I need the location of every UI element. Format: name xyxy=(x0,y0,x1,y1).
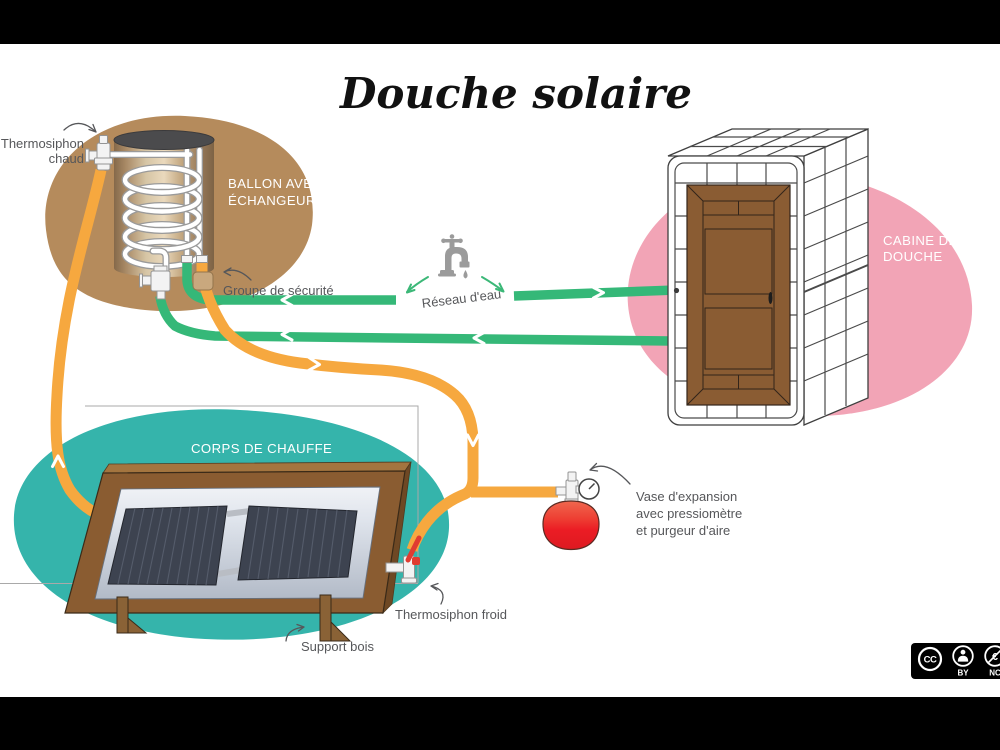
orange-pipe-collar xyxy=(196,255,208,263)
page-title: Douche solaire xyxy=(339,69,692,118)
door-lower-window xyxy=(704,307,773,370)
letterbox-top xyxy=(0,0,1000,44)
arrow-thermosiphon-froid xyxy=(430,582,444,605)
label-thermosiphon-froid: Thermosiphon froid xyxy=(395,607,507,622)
cc-icon-text: CC xyxy=(924,655,937,666)
nc-label: NC xyxy=(989,669,1000,678)
green-pipe-collar xyxy=(181,255,193,263)
letterbox-bottom xyxy=(0,697,1000,750)
door-panel xyxy=(686,184,791,406)
valve-red-handle xyxy=(405,535,422,563)
expansion-vessel xyxy=(542,500,600,551)
absorber-panel-left xyxy=(107,505,228,586)
label-corps-de-chauffe: CORPS DE CHAUFFE xyxy=(191,441,332,456)
pipe-mains-to-cabin xyxy=(513,285,677,301)
flow-arrows xyxy=(51,286,605,468)
arrow-thermosiphon-chaud xyxy=(63,122,97,133)
label-groupe-securite: Groupe de sécurité xyxy=(223,283,334,298)
label-thermosiphon-chaud-1: Thermosiphon xyxy=(1,136,84,151)
faucet-icon xyxy=(438,234,470,279)
label-support-bois: Support bois xyxy=(301,639,374,654)
copper-elbow xyxy=(192,271,214,291)
cabin-right-grid xyxy=(803,139,869,415)
pipe-lower-long xyxy=(155,295,673,346)
arrow-support-bois xyxy=(285,623,305,642)
door-handle xyxy=(768,292,773,304)
by-label: BY xyxy=(957,669,969,678)
mains-flow-arrows xyxy=(406,276,505,294)
valve-red-knob xyxy=(412,557,420,565)
arrow-vase-expansion xyxy=(589,462,631,485)
expansion-vessel-group xyxy=(542,471,600,551)
label-thermosiphon-chaud-2: chaud xyxy=(49,151,84,166)
label-vase-3: et purgeur d'aire xyxy=(636,523,730,538)
thermosiphon-froid-valve xyxy=(385,535,422,584)
nc-icon-text: € xyxy=(992,651,998,663)
label-ballon-2: ÉCHANGEUR xyxy=(228,193,316,208)
diagram-labels: Douche solaire Thermosiphon chaud BALLON… xyxy=(1,69,958,654)
arrow-groupe-securite xyxy=(223,267,252,281)
panel-connector-top xyxy=(226,508,251,517)
thermosiphon-chaud-valve xyxy=(85,135,113,171)
solar-collector xyxy=(64,461,422,642)
label-vase-2: avec pressiomètre xyxy=(636,506,742,521)
by-icon xyxy=(952,645,974,667)
panel-fins-left xyxy=(117,505,219,586)
hot-water-pipes xyxy=(50,168,558,552)
cc-license-badge: CC BY € NC xyxy=(911,643,1000,679)
label-ballon-1: BALLON AVEC xyxy=(228,176,322,191)
support-left-brace xyxy=(127,616,148,634)
support-left xyxy=(116,596,129,634)
nc-icon xyxy=(984,645,1000,667)
gauge-needle xyxy=(588,482,596,490)
cabin-top-grid xyxy=(690,128,849,157)
panel-connector-bottom xyxy=(217,567,242,577)
support-right-brace xyxy=(330,620,352,642)
water-drop-icon xyxy=(463,270,468,279)
pipe-connection-dot xyxy=(673,287,680,294)
tank-top xyxy=(113,130,215,150)
support-right xyxy=(319,594,332,642)
panel-fins-right xyxy=(247,506,348,580)
shower-cabin xyxy=(667,128,869,426)
pipe-riser-thermosiphon-chaud xyxy=(50,168,107,521)
label-cabine-1: CABINE DE xyxy=(883,233,958,248)
absorber-panel-right xyxy=(237,505,358,581)
label-cabine-2: DOUCHE xyxy=(883,249,943,264)
cc-icon xyxy=(917,646,943,672)
cabin-seam-line xyxy=(803,264,869,293)
wood-supports xyxy=(116,594,352,642)
groupe-securite-valve xyxy=(139,247,171,300)
cabin-door xyxy=(686,184,791,406)
door-upper-window xyxy=(704,228,773,295)
tank-fittings xyxy=(85,135,214,300)
label-vase-1: Vase d'expansion xyxy=(636,489,737,504)
cabin-right-face xyxy=(803,128,869,426)
pipe-tank-to-collector xyxy=(196,262,479,552)
air-purge-cap xyxy=(567,471,577,482)
